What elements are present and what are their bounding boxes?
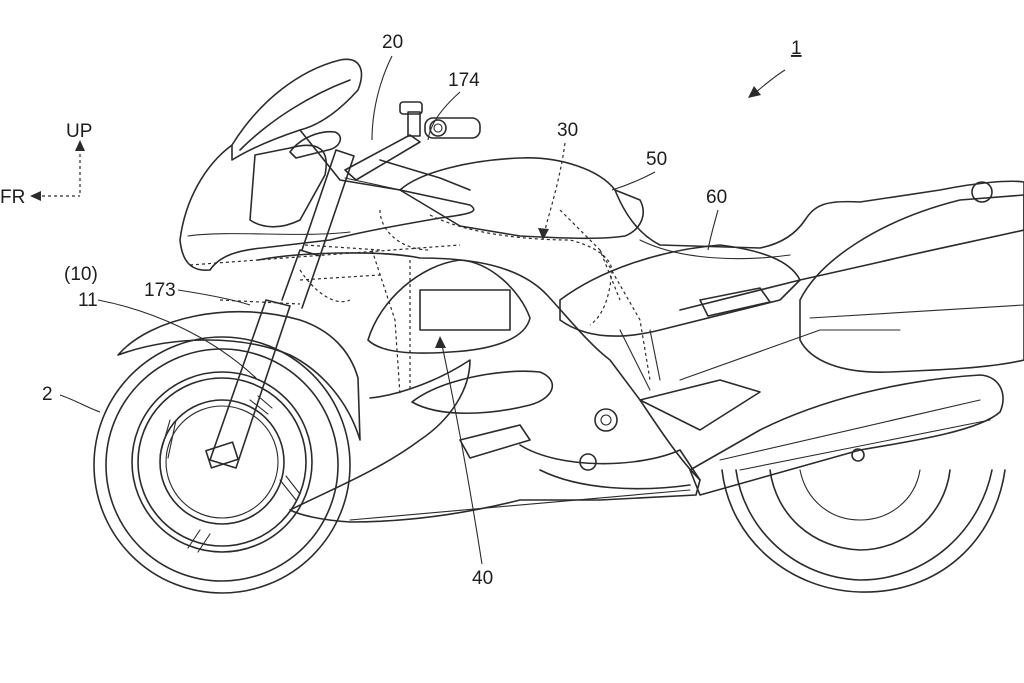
label-part-174: 174 [448, 70, 480, 91]
label-seat: 60 [706, 187, 727, 208]
rear-light-icon [971, 181, 993, 203]
pivot-bolt-icon [594, 408, 618, 432]
front-fork [205, 149, 381, 469]
front-label: FR [0, 187, 25, 208]
front-arrow-icon [30, 191, 41, 201]
front-fairing [179, 129, 475, 271]
fuel-tank-inner [429, 214, 613, 326]
front-fender [117, 310, 361, 441]
label-vehicle: 1 [791, 38, 802, 59]
seat [614, 180, 1024, 311]
label-tank-cover: 50 [646, 149, 667, 170]
reference-labels: 1 2 20 174 30 50 60 (10) 11 173 40 [42, 32, 802, 589]
label-steering: 20 [382, 32, 403, 53]
label-front-fork-group: (10) [64, 264, 98, 285]
rear-wheel [721, 448, 1006, 593]
label-part-173: 173 [144, 280, 176, 301]
orientation-indicator: UP FR [0, 121, 92, 208]
windscreen [231, 58, 363, 161]
frame-hidden-lines [189, 209, 651, 396]
up-arrow-icon [75, 140, 85, 151]
label-front-wheel: 2 [42, 384, 53, 405]
handlebar [344, 101, 481, 206]
mirror [289, 130, 342, 159]
label-fuel-tank: 30 [557, 120, 578, 141]
label-front-fork: 11 [78, 290, 98, 311]
saddlebag [799, 194, 1024, 373]
front-wheel [93, 336, 351, 594]
exhaust-muffler [689, 374, 1004, 496]
up-label: UP [66, 121, 92, 142]
label-cowl: 40 [472, 568, 493, 589]
